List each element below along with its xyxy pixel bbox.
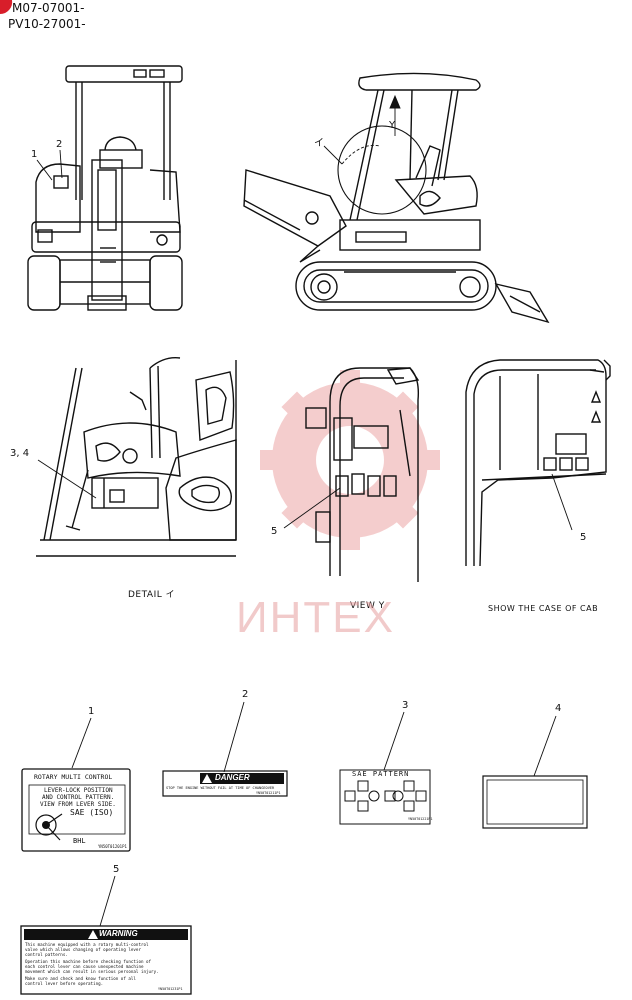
- warning-label-line-5: each control lever can cause unexpected …: [25, 964, 144, 969]
- callout-part-3: 3: [402, 700, 409, 711]
- view-y-callout-leader: [283, 487, 341, 529]
- warning-label: [20, 925, 192, 995]
- warning-triangle-icon: [88, 930, 98, 939]
- danger-triangle-icon: [202, 774, 212, 783]
- warning-label-line-2: valve which allows changing of operating…: [25, 947, 141, 952]
- warning-label-title: WARNING: [99, 929, 138, 938]
- rotary-label-code: YN50T01201P1: [98, 844, 127, 849]
- caption-view-y: VIEW Y: [350, 601, 385, 611]
- sae-pattern-title: SAE PATTERN: [352, 770, 410, 778]
- rotary-label-line-2: AND CONTROL PATTERN.: [42, 794, 115, 801]
- view-y-drawing: [305, 367, 420, 582]
- rotary-label-sae: SAE (ISO): [70, 808, 114, 817]
- danger-label-text: STOP THE ENGINE WITHOUT FAIL AT TIME OF …: [166, 786, 275, 790]
- callout-view-y-5: 5: [271, 526, 278, 537]
- caption-detail: DETAIL イ: [128, 590, 176, 600]
- warning-label-line-8: control lever before operating.: [25, 981, 104, 986]
- warning-label-line-1: This machine equipped with a rotary mult…: [25, 942, 149, 947]
- side-callout-leaders: [323, 94, 427, 215]
- warning-label-line-7: Make sure and check and know function of…: [25, 976, 136, 981]
- parts-callout-leaders: [71, 701, 557, 927]
- callout-part-5: 5: [113, 864, 120, 875]
- warning-label-line-3: control patterns.: [25, 952, 68, 957]
- sae-pattern-label: [339, 769, 431, 825]
- rotary-label-title: ROTARY MULTI CONTROL: [34, 773, 113, 781]
- cab-view-drawing: [465, 359, 611, 567]
- front-view-drawing: [27, 65, 183, 311]
- callout-detail-3-4: 3, 4: [10, 448, 30, 459]
- model-range-line-1: M07-07001-: [12, 1, 85, 15]
- callout-part-4: 4: [555, 703, 562, 714]
- warning-label-line-4: Operation this machine before checking f…: [25, 959, 152, 964]
- detail-callout-leader: [37, 459, 97, 499]
- callout-side-y: Y: [389, 120, 396, 131]
- danger-label: [162, 770, 288, 797]
- callout-cab-5: 5: [580, 532, 587, 543]
- rotary-label-line-3: VIEW FROM LEVER SIDE.: [40, 801, 116, 808]
- caption-cab-case: SHOW THE CASE OF CAB: [488, 604, 599, 613]
- front-callout-leaders: [36, 149, 63, 181]
- rotary-label-bhl: BHL: [73, 837, 86, 845]
- callout-front-1: 1: [31, 149, 38, 160]
- watermark-logo-icon: [260, 370, 440, 550]
- watermark-text: ИНТЕХ: [236, 593, 395, 642]
- warning-label-line-6: movement which can result in serious per…: [25, 969, 159, 974]
- sae-pattern-code: YN50T01221P1: [408, 817, 433, 821]
- danger-label-code: YN50T01211P1: [256, 791, 281, 795]
- danger-label-title: DANGER: [215, 773, 250, 782]
- callout-front-2: 2: [56, 139, 63, 150]
- red-corner-mark: [0, 0, 13, 15]
- callout-part-2: 2: [242, 689, 249, 700]
- warning-label-code: YN50T01231P1: [158, 987, 183, 991]
- blank-plate-label: [482, 775, 588, 829]
- callout-part-1: 1: [88, 706, 95, 717]
- cab-callout-leader: [551, 473, 573, 531]
- detail-view-drawing: [36, 357, 237, 557]
- rotary-label-line-1: LEVER-LOCK POSITION: [44, 787, 113, 794]
- callout-side-i: イ: [314, 138, 324, 149]
- rotary-control-label: [21, 768, 131, 852]
- rotary-knob-icon: [35, 814, 57, 836]
- model-range-line-2: PV10-27001-: [8, 17, 86, 31]
- side-view-drawing: [243, 72, 550, 324]
